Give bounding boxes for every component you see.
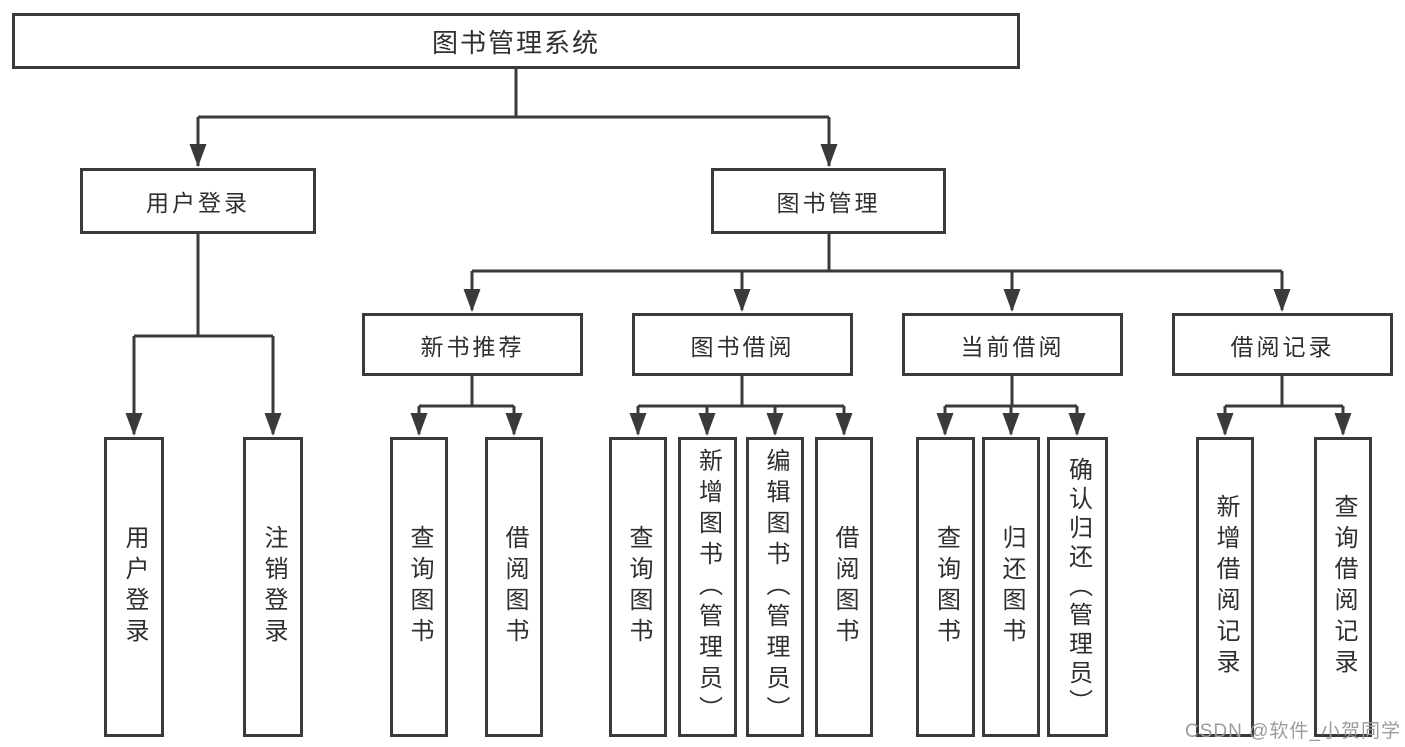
leaf-br-query-record-label: 查询借阅记录: [1330, 494, 1357, 680]
leaf-bb-borrow-books: 借阅图书: [815, 437, 873, 737]
leaf-logout: 注销登录: [243, 437, 303, 737]
leaf-br-add-record-label: 新增借阅记录: [1212, 494, 1239, 680]
leaf-bb-edit-books-admin-label: 编辑图书（管理员）: [762, 447, 789, 727]
leaf-bb-query-books-label: 查询图书: [625, 525, 652, 649]
leaf-cb-query-books-label: 查询图书: [932, 525, 960, 649]
node-borrowing-records: 借阅记录: [1172, 313, 1393, 376]
leaf-user-login: 用户登录: [104, 437, 164, 737]
leaf-cb-confirm-return-admin: 确认归还（管理员）: [1047, 437, 1108, 737]
leaf-br-query-record: 查询借阅记录: [1314, 437, 1372, 737]
csdn-watermark: CSDN @软件_小贺同学: [1185, 721, 1401, 742]
node-book-borrowing: 图书借阅: [632, 313, 853, 376]
node-book-management-label: 图书管理: [776, 190, 881, 216]
leaf-bb-query-books: 查询图书: [609, 437, 667, 737]
node-borrowing-records-label: 借阅记录: [1230, 333, 1335, 360]
leaf-bb-borrow-books-label: 借阅图书: [831, 525, 858, 649]
node-book-management: 图书管理: [711, 168, 946, 234]
node-current-borrowing: 当前借阅: [902, 313, 1123, 376]
leaf-nb-borrow-books: 借阅图书: [485, 437, 543, 737]
node-current-borrowing-label: 当前借阅: [960, 333, 1065, 360]
node-book-borrowing-label: 图书借阅: [690, 333, 795, 360]
leaf-nb-query-books: 查询图书: [390, 437, 448, 737]
leaf-bb-add-books-admin-label: 新增图书（管理员）: [694, 447, 722, 727]
node-root-label: 图书管理系统: [431, 27, 600, 58]
leaf-user-login-label: 用户登录: [121, 525, 148, 649]
node-new-book-recommend-label: 新书推荐: [420, 333, 525, 360]
node-user-login: 用户登录: [80, 168, 316, 234]
leaf-cb-return-books: 归还图书: [982, 437, 1040, 737]
leaf-nb-borrow-books-label: 借阅图书: [501, 525, 528, 649]
leaf-cb-confirm-return-admin-label: 确认归还（管理员）: [1064, 456, 1092, 718]
tree-edges: [132, 68, 1345, 434]
leaf-bb-add-books-admin: 新增图书（管理员）: [678, 437, 737, 737]
node-new-book-recommend: 新书推荐: [362, 313, 583, 376]
node-user-login-label: 用户登录: [146, 190, 250, 216]
leaf-br-add-record: 新增借阅记录: [1196, 437, 1254, 737]
node-root: 图书管理系统: [12, 13, 1020, 69]
leaf-bb-edit-books-admin: 编辑图书（管理员）: [746, 437, 804, 737]
arrowheads: [125, 144, 1352, 436]
leaf-cb-return-books-label: 归还图书: [998, 525, 1025, 649]
leaf-cb-query-books: 查询图书: [916, 437, 975, 737]
leaf-logout-label: 注销登录: [260, 525, 287, 649]
leaf-nb-query-books-label: 查询图书: [406, 525, 433, 649]
